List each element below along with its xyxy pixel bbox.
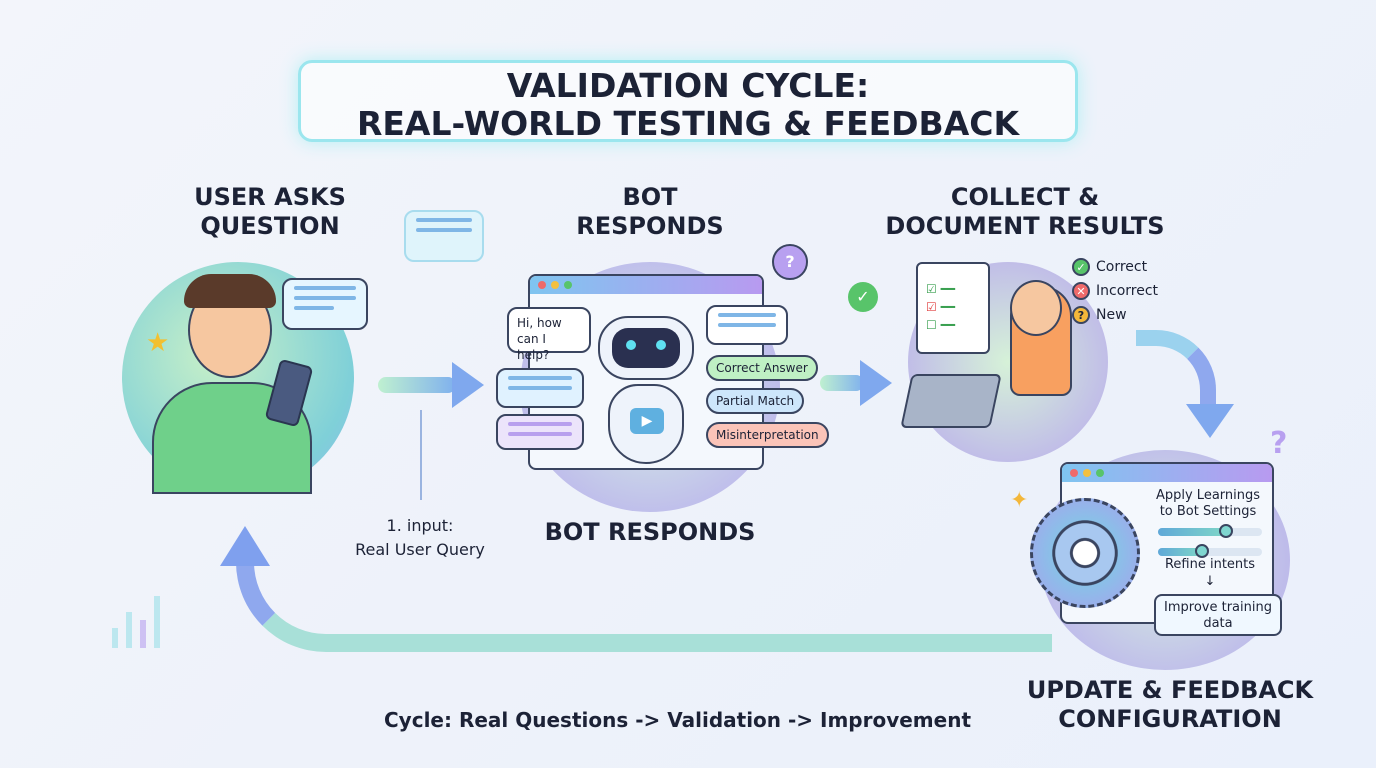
response-partial: Partial Match — [706, 388, 805, 414]
chat-bubble-purple — [496, 414, 584, 450]
title-box: VALIDATION CYCLE: REAL-WORLD TESTING & F… — [298, 60, 1078, 143]
refine-intents-label: Refine intents — [1164, 557, 1256, 572]
arrow-to-collect — [820, 375, 864, 391]
decorative-bar-chart-icon — [112, 596, 160, 648]
footer-caption: Cycle: Real Questions -> Validation -> I… — [384, 708, 972, 732]
sparkle-icon: ✦ — [1010, 488, 1029, 513]
legend-label: Correct — [1096, 259, 1148, 275]
robot-body: ▶ — [608, 384, 684, 464]
arrow-head-icon — [220, 526, 270, 566]
update-heading-line1: UPDATE & FEEDBACK — [1026, 676, 1314, 704]
legend-incorrect: ✕ Incorrect — [1072, 282, 1158, 300]
bot-caption: BOT RESPONDS — [544, 518, 756, 546]
input-label: 1. input: Real User Query — [330, 514, 510, 562]
play-icon: ▶ — [630, 408, 664, 434]
arrow-to-bot — [378, 377, 456, 393]
update-heading-line2: CONFIGURATION — [1058, 705, 1282, 733]
title-line2: REAL-WORLD TESTING & FEEDBACK — [356, 104, 1020, 143]
robot-eye — [626, 340, 636, 350]
improve-training-data-box: Improve training data — [1154, 594, 1282, 636]
window-titlebar — [530, 276, 762, 294]
check-icon: ✓ — [848, 282, 878, 312]
user-heading: USER ASKS QUESTION — [170, 183, 370, 241]
user-heading-line2: QUESTION — [200, 212, 340, 240]
clipboard-icon: ☑ ━━☑ ━━☐ ━━ — [916, 262, 990, 354]
bot-greeting-bubble: Hi, how can I help? — [507, 307, 591, 362]
connector-line — [420, 410, 422, 500]
legend-label: Incorrect — [1096, 283, 1159, 299]
robot-eye — [656, 340, 666, 350]
bot-heading-line2: RESPONDS — [576, 212, 724, 240]
bot-heading: BOT RESPONDS — [540, 183, 760, 241]
response-correct: Correct Answer — [706, 355, 818, 381]
question-icon: ? — [772, 244, 808, 280]
input-label-line2: Real User Query — [355, 540, 485, 559]
arrow-head-icon — [860, 360, 892, 406]
bot-heading-line1: BOT — [622, 183, 678, 211]
response-misinterpretation: Misinterpretation — [706, 422, 829, 448]
title-line1: VALIDATION CYCLE: — [506, 66, 870, 105]
settings-sliders — [1158, 522, 1262, 562]
down-arrow-icon: ↓ — [1204, 574, 1216, 589]
collect-heading-line1: COLLECT & — [950, 183, 1100, 211]
legend-correct: ✓ Correct — [1072, 258, 1158, 276]
legend-label: New — [1096, 307, 1127, 323]
window-titlebar — [1062, 464, 1272, 482]
question-icon: ? — [1270, 426, 1288, 461]
robot-head — [598, 316, 694, 380]
laptop-icon — [900, 374, 1002, 428]
input-label-line1: 1. input: — [386, 516, 454, 535]
x-icon: ✕ — [1072, 282, 1090, 300]
floating-chat-icon — [404, 210, 484, 262]
setting-slider-1[interactable] — [1158, 524, 1262, 538]
return-arrow — [236, 560, 1052, 652]
update-heading: UPDATE & FEEDBACK CONFIGURATION — [1020, 676, 1320, 734]
question-icon: ? — [1072, 306, 1090, 324]
star-icon: ★ — [146, 328, 170, 358]
arrow-head-icon — [1186, 404, 1234, 438]
woman-face — [1010, 280, 1062, 336]
user-heading-line1: USER ASKS — [194, 183, 346, 211]
arrow-to-update — [1136, 330, 1216, 410]
results-legend: ✓ Correct ✕ Incorrect ? New — [1072, 258, 1158, 330]
check-icon: ✓ — [1072, 258, 1090, 276]
panel-title: Apply Learnings to Bot Settings — [1155, 488, 1261, 519]
setting-slider-2[interactable] — [1158, 544, 1262, 558]
collect-heading-line2: DOCUMENT RESULTS — [885, 212, 1165, 240]
chat-bubble-reply — [706, 305, 788, 345]
user-chat-bubble — [282, 278, 368, 330]
collect-heading: COLLECT & DOCUMENT RESULTS — [880, 183, 1170, 241]
arrow-head-icon — [452, 362, 484, 408]
user-hair — [184, 274, 276, 308]
robot-face — [612, 328, 680, 368]
chat-bubble-blue — [496, 368, 584, 408]
legend-new: ? New — [1072, 306, 1158, 324]
